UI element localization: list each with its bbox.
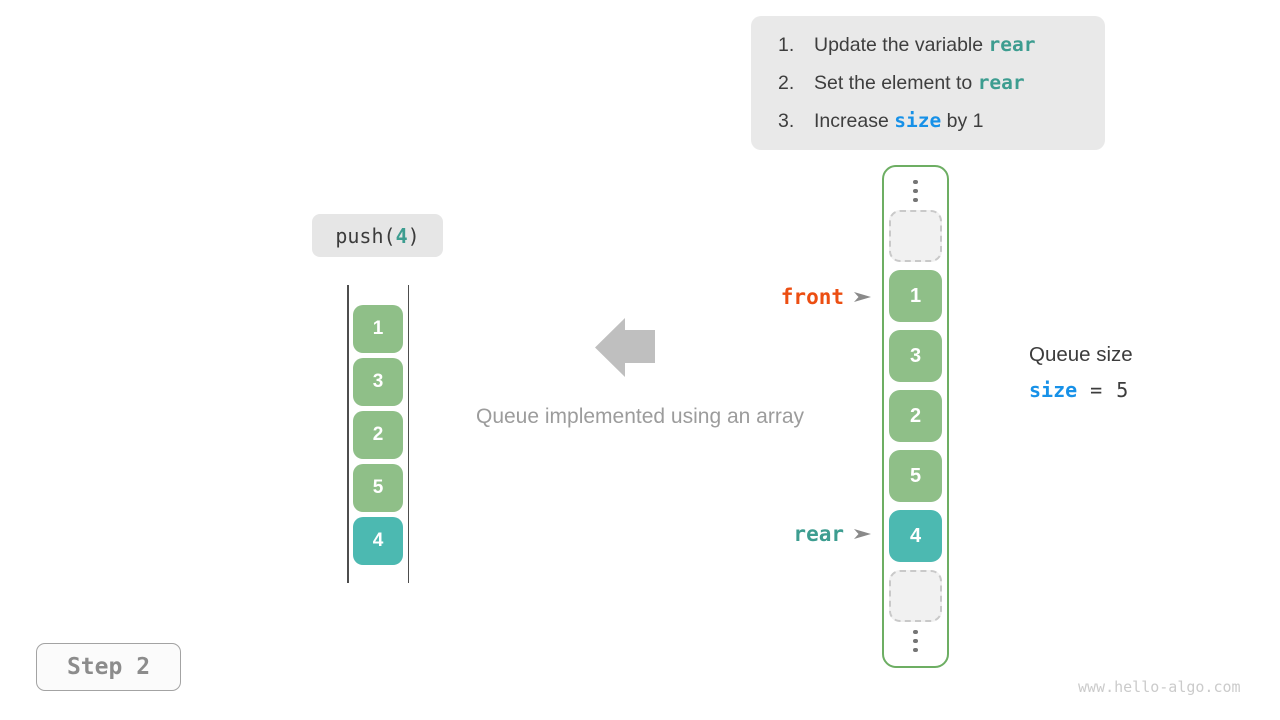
step-badge: Step 2	[36, 643, 181, 691]
code-token-rear: rear	[988, 33, 1036, 56]
queue-size-title: Queue size	[1029, 343, 1133, 366]
instruction-pre: Increase	[814, 110, 895, 132]
push-arg-value: 4	[395, 223, 408, 248]
queue-wall-right	[407, 285, 409, 583]
push-fn-text: push(	[335, 223, 396, 248]
queue-size-panel: Queue size size = 5	[1029, 343, 1133, 402]
vertical-ellipsis-icon	[913, 180, 918, 202]
front-pointer-label: front	[780, 285, 844, 309]
instruction-text: Update the variable rear	[814, 26, 1036, 64]
caption-text: Queue implemented using an array	[475, 405, 805, 428]
instruction-item-3: 3. Increase size by 1	[778, 102, 1105, 140]
watermark: www.hello-algo.com	[1078, 678, 1241, 696]
vertical-ellipsis-icon	[913, 630, 918, 652]
array-cell-front: 1	[889, 270, 942, 322]
array-cell: 3	[889, 330, 942, 382]
push-operation-label: push(4)	[312, 214, 443, 257]
array-cell: 5	[889, 450, 942, 502]
array-view: 1 3 2 5 4	[882, 165, 949, 668]
instruction-post: by 1	[941, 110, 984, 132]
instruction-number: 2.	[778, 72, 795, 94]
queue-wall-left	[347, 285, 349, 583]
queue-size-expression: size = 5	[1029, 378, 1133, 402]
queue-cell-3: 2	[353, 411, 403, 459]
front-pointer: front	[781, 285, 871, 309]
instruction-text: Increase size by 1	[814, 102, 983, 140]
code-token-size: size	[894, 109, 942, 132]
rear-pointer-label: rear	[793, 522, 844, 546]
instruction-number: 3.	[778, 110, 795, 132]
size-variable: size	[1029, 378, 1078, 402]
code-token-rear: rear	[977, 71, 1025, 94]
size-value: 5	[1116, 378, 1129, 402]
arrow-left-icon	[595, 318, 655, 377]
abstract-queue-view: 1 3 2 5 4	[347, 285, 409, 583]
instruction-item-1: 1. Update the variable rear	[778, 26, 1105, 64]
queue-cell-5-new: 4	[353, 517, 403, 565]
pointer-right-icon	[854, 292, 871, 302]
array-cell: 2	[889, 390, 942, 442]
rear-pointer: rear	[793, 522, 871, 546]
array-cell-rear-new: 4	[889, 510, 942, 562]
instruction-number: 1.	[778, 34, 795, 56]
push-close-paren: )	[407, 223, 420, 248]
instruction-text: Set the element to rear	[814, 64, 1025, 102]
queue-cell-2: 3	[353, 358, 403, 406]
equals-sign: =	[1090, 378, 1103, 402]
queue-cell-4: 5	[353, 464, 403, 512]
array-cell-empty-top	[889, 210, 942, 262]
instruction-item-2: 2. Set the element to rear	[778, 64, 1105, 102]
pointer-right-icon	[854, 529, 871, 539]
instruction-pre: Update the variable	[814, 34, 989, 56]
array-cell-empty-bottom	[889, 570, 942, 622]
instructions-panel: 1. Update the variable rear 2. Set the e…	[751, 16, 1105, 150]
instruction-pre: Set the element to	[814, 72, 978, 94]
queue-cell-1: 1	[353, 305, 403, 353]
